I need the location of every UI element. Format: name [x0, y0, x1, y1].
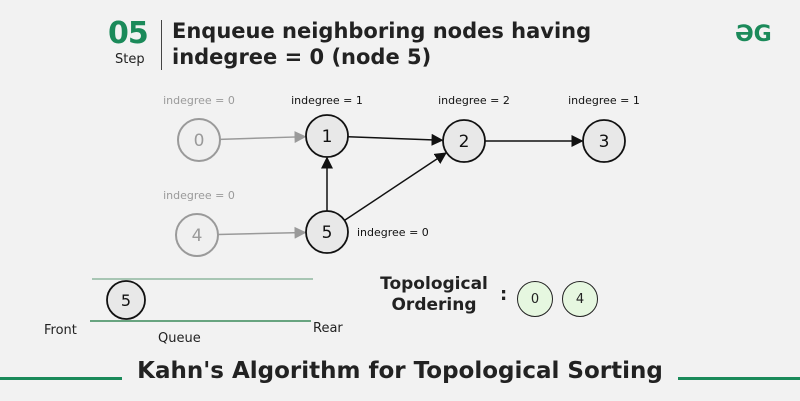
node-3 — [582, 119, 626, 163]
edge-0-1 — [219, 131, 307, 144]
node-0 — [177, 118, 221, 162]
node-label: 0 — [194, 131, 205, 151]
node-label: 4 — [192, 226, 203, 246]
topo-label-line1: Topological — [380, 274, 488, 294]
ordering-item: 4 — [562, 281, 598, 317]
queue-item — [106, 280, 146, 320]
topo-colon: : — [500, 284, 508, 305]
footer-line-left — [0, 377, 122, 380]
node-label: 3 — [599, 132, 610, 152]
divider — [161, 20, 162, 70]
node-label: 5 — [322, 223, 333, 243]
node-4 — [175, 213, 219, 257]
indegree-label: indegree = 2 — [438, 94, 510, 107]
indegree-label: indegree = 0 — [163, 189, 235, 202]
queue-item-label: 5 — [121, 291, 131, 310]
step-number: 05 — [108, 16, 149, 51]
queue-rear-label: Rear — [313, 321, 343, 336]
node-2 — [442, 119, 486, 163]
edge-1-2 — [347, 133, 444, 146]
footer-title: Kahn's Algorithm for Topological Sorting — [137, 358, 663, 384]
node-1 — [305, 114, 349, 158]
gfg-logo: ƏG — [735, 22, 772, 47]
indegree-label: indegree = 1 — [568, 94, 640, 107]
ordering-item: 0 — [517, 281, 553, 317]
step-title: Enqueue neighboring nodes having indegre… — [172, 19, 592, 69]
queue-label: Queue — [158, 331, 201, 346]
topological-ordering-label: Topological Ordering — [370, 274, 498, 316]
indegree-label: indegree = 0 — [357, 226, 429, 239]
indegree-label: indegree = 1 — [291, 94, 363, 107]
node-label: 2 — [459, 132, 470, 152]
step-label: Step — [115, 52, 145, 67]
footer-line-right — [678, 377, 800, 380]
indegree-label: indegree = 0 — [163, 94, 235, 107]
edge-4-5 — [217, 226, 307, 239]
node-label: 1 — [322, 127, 333, 147]
node-5 — [305, 210, 349, 254]
queue-front-label: Front — [44, 323, 77, 338]
edge-5-2 — [344, 152, 447, 222]
topo-label-line2: Ordering — [391, 295, 477, 315]
